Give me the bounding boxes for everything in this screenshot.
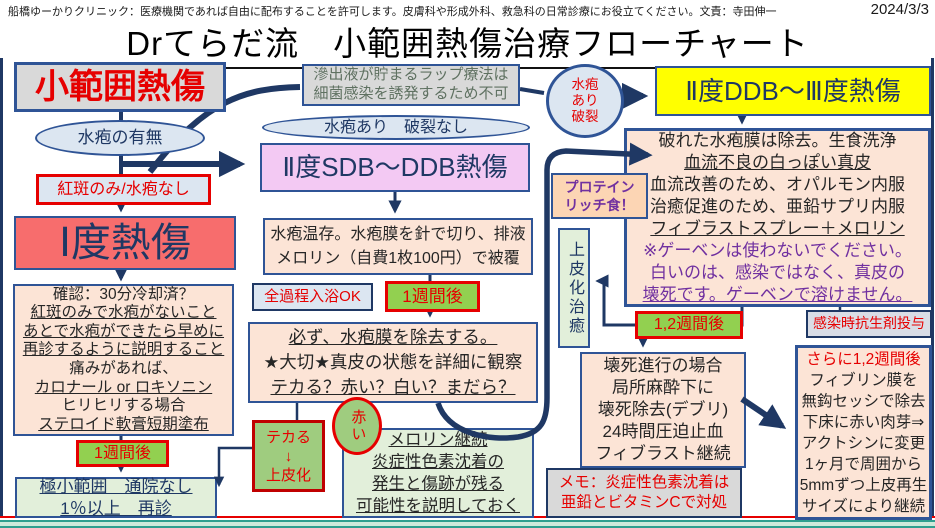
label-after-1-2-weeks-text: 1,2週間後: [653, 316, 725, 333]
note-necrosis-progression: 壊死進行の場合 局所麻酔下に 壊死除去(デブリ) 24時間圧迫止血 フィブラスト…: [580, 352, 746, 468]
note-further-1-2-weeks: さらに1,2週間後 フィブリン膜を 無鈎セッシで除去 下床に赤い肉芽⇒ アクトシ…: [795, 345, 932, 520]
further-line: サイズにより継続: [801, 497, 926, 515]
memo-line: メモ：炎症性色素沈着は: [558, 474, 730, 491]
node-epithelialization-healed: 上皮化治癒: [558, 228, 590, 348]
memo-line: 亜鉛とビタミンCで対処: [560, 494, 728, 511]
checklist-line: 再診するように説明すること: [22, 341, 225, 359]
node-first-degree-burn-label: Ⅰ度熱傷: [59, 221, 191, 265]
decision-blister-presence-label: 水疱の有無: [77, 128, 163, 148]
protein-line: リッチ食！: [564, 197, 635, 213]
label-bathing-ok: 全過程入浴OK: [252, 283, 373, 311]
ruptured-treatment-line: 白いのは、感染ではなく、真皮の: [650, 262, 905, 282]
ruptured-line: 破裂: [571, 109, 599, 124]
branch-blister-intact: 水疱あり 破裂なし: [262, 115, 530, 140]
ruptured-treatment-line: 壊死です。ゲーベンで溶けません。: [642, 284, 913, 304]
checklist-line: ヒリヒリする場合: [61, 397, 186, 415]
ruptured-treatment-line: 血流不良の白っぽい真皮: [684, 152, 871, 172]
melolin-line: 可能性を説明しておく: [355, 497, 520, 515]
further-line: 5mmずつ上皮再生: [799, 476, 928, 494]
shiny-line: テカる: [265, 428, 311, 446]
remove-line: ★大切★真皮の状態を詳細に観察: [263, 352, 523, 372]
node-tiny-area-outcome: 極小範囲 通院なし 1％以上 再診: [15, 477, 217, 518]
necrosis-line: 24時間圧迫止血: [602, 422, 724, 441]
further-line: 1ヶ月で周囲から: [804, 455, 923, 473]
checklist-line: 確認：30分冷却済？: [52, 285, 195, 303]
note-ruptured-treatment: 破れた水疱膜は除去。生食洗浄 血流不良の白っぽい真皮 血流改善のため、オパルモン…: [624, 128, 931, 307]
right-frame-line: [931, 58, 934, 518]
bottom-green-bar: [0, 520, 935, 528]
checklist-line: 紅斑のみで水疱がないこと: [30, 304, 217, 322]
melolin-line: 発生と傷跡が残る: [372, 475, 504, 493]
further-line: フィブリン膜を: [809, 371, 918, 389]
node-first-degree-burn: Ⅰ度熱傷: [14, 216, 236, 270]
note-antibiotics-if-infected: 感染時抗生剤投与: [806, 310, 932, 338]
node-ddb-third-degree-label: Ⅱ度DDB〜Ⅲ度熱傷: [685, 75, 901, 106]
note-confirmation-checklist: 確認：30分冷却済？ 紅斑のみで水疱がないこと あとで水疱ができたら早めに 再診…: [13, 284, 234, 436]
ruptured-treatment-line: ※ゲーベンは使わないでください。: [643, 240, 912, 260]
checklist-line: カロナール or ロキソニン: [34, 378, 213, 396]
melolin-line: メロリン継続: [388, 431, 488, 449]
further-heading: さらに1,2週間後: [806, 350, 921, 368]
label-after-1-week-left: 1週間後: [76, 440, 169, 467]
branch-erythema-only-label: 紅斑のみ/水疱なし: [57, 180, 190, 198]
outcome-line: 1％以上 再診: [60, 498, 172, 518]
node-small-area-burn: 小範囲熱傷: [14, 62, 226, 112]
further-line: 下床に赤い肉芽⇒: [802, 413, 925, 431]
page-title: Drてらだ流 小範囲熱傷治療フローチャート: [112, 17, 823, 69]
left-frame-line: [0, 58, 3, 518]
shiny-line: ↓: [284, 447, 293, 465]
ruptured-line: あり: [571, 93, 599, 108]
label-after-1-week-mid-text: 1週間後: [402, 286, 463, 306]
ruptured-treatment-line: 治癒促進のため、亜鉛サプリ内服: [650, 196, 905, 216]
decision-blister-presence: 水疱の有無: [35, 120, 205, 156]
outcome-line: 極小範囲 通院なし: [39, 477, 193, 497]
melolin-line: 炎症性色素沈着の: [372, 453, 504, 471]
note-preserve-blister: 水疱温存。水疱膜を針で切り、排液 メロリン（自費1枚100円）で被覆: [263, 218, 533, 275]
ruptured-line: 水疱: [571, 77, 599, 92]
shiny-line: 上皮化: [265, 466, 311, 484]
necrosis-line: フィブラスト継続: [595, 444, 731, 463]
ruptured-treatment-line: 破れた水疱膜は除去。生食洗浄: [658, 130, 897, 150]
note-memo-pigmentation: メモ：炎症性色素沈着は 亜鉛とビタミンCで対処: [546, 468, 742, 518]
wrap-note-line: 滲出液が貯まるラップ療法は: [313, 66, 509, 84]
note-wrap-therapy-prohibited: 滲出液が貯まるラップ療法は 細菌感染を誘発するため不可: [302, 64, 520, 106]
label-after-1-week-left-text: 1週間後: [94, 444, 151, 462]
label-after-1-week-mid: 1週間後: [385, 281, 480, 312]
node-sdb-ddb-burn-label: Ⅱ度SDB〜DDB熱傷: [282, 152, 508, 183]
distribution-note: 船橋ゆーかりクリニック：医療機関であれば自由に配布することを許可します。皮膚科や…: [8, 6, 777, 18]
node-ddb-third-degree: Ⅱ度DDB〜Ⅲ度熱傷: [655, 66, 931, 116]
remove-line: テカる？赤い？白い？まだら？: [270, 377, 516, 397]
node-small-area-burn-label: 小範囲熱傷: [35, 67, 205, 106]
wrap-note-line: 細菌感染を誘発するため不可: [313, 85, 509, 102]
note-remove-blister-membrane: 必ず、水疱膜を除去する。 ★大切★真皮の状態を詳細に観察 テカる？赤い？白い？ま…: [248, 322, 538, 403]
remove-line: 必ず、水疱膜を除去する。: [288, 327, 498, 347]
ruptured-treatment-line: 血流改善のため、オパルモン内服: [650, 174, 905, 194]
node-red-dermis-label: 赤い: [349, 409, 367, 443]
checklist-line: 痛みがあれば、: [69, 360, 178, 377]
note-antibiotics-if-infected-label: 感染時抗生剤投与: [813, 315, 925, 332]
branch-blister-intact-label: 水疱あり 破裂なし: [323, 118, 468, 136]
ruptured-treatment-line: フィブラストスプレー＋メロリン: [650, 218, 905, 238]
further-line: 無鈎セッシで除去: [801, 392, 926, 410]
preserve-line: 水疱温存。水疱膜を針で切り、排液: [270, 225, 526, 243]
protein-line: プロテイン: [564, 179, 635, 195]
label-protein-rich-diet: プロテイン リッチ食！: [551, 173, 648, 219]
necrosis-line: 壊死除去(デブリ): [597, 400, 729, 419]
further-line: アクトシンに変更: [801, 434, 926, 452]
node-epithelialization-healed-label: 上皮化治癒: [566, 240, 583, 336]
preserve-line: メロリン（自費1枚100円）で被覆: [276, 249, 520, 267]
necrosis-line: 局所麻酔下に: [612, 378, 714, 397]
label-after-1-2-weeks: 1,2週間後: [635, 311, 743, 339]
node-shiny-epithelialized: テカる ↓ 上皮化: [252, 420, 325, 492]
label-bathing-ok-text: 全過程入浴OK: [264, 287, 361, 305]
necrosis-line: 壊死進行の場合: [603, 356, 723, 375]
checklist-line: ステロイド軟膏短期塗布: [38, 415, 209, 433]
branch-erythema-only: 紅斑のみ/水疱なし: [36, 174, 211, 205]
branch-blister-ruptured: 水疱 あり 破裂: [546, 64, 624, 138]
node-red-dermis: 赤い: [332, 397, 382, 455]
date: 2024/3/3: [870, 1, 929, 18]
node-sdb-ddb-burn: Ⅱ度SDB〜DDB熱傷: [260, 143, 530, 192]
checklist-line: あとで水疱ができたら早めに: [22, 322, 225, 340]
